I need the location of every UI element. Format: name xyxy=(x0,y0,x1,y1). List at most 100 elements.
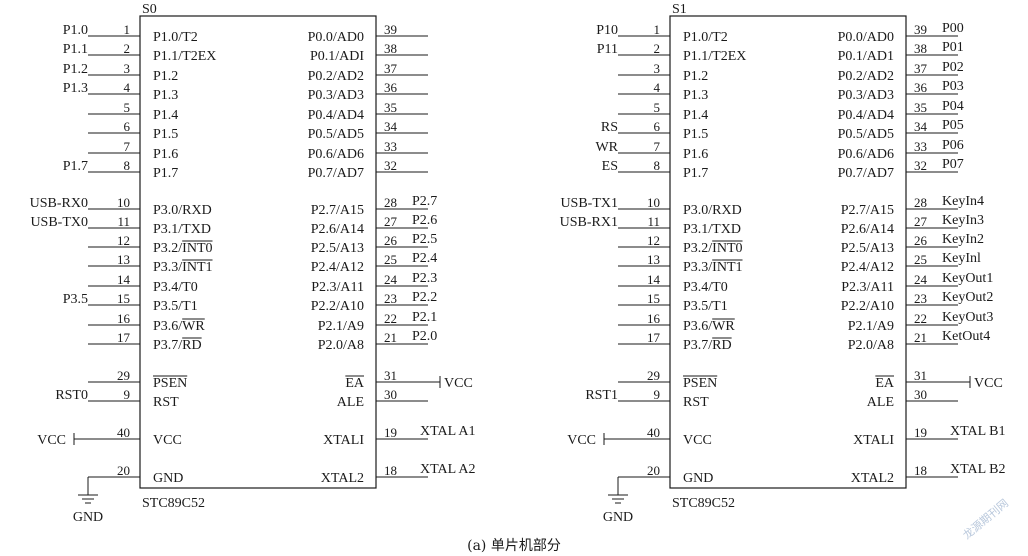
net-label: XTAL A1 xyxy=(420,424,476,439)
chip-body xyxy=(669,15,907,489)
net-label: P07 xyxy=(942,157,964,172)
net-label: P04 xyxy=(942,99,964,114)
pin-name: P1.1/T2EX xyxy=(683,49,746,64)
net-label: P10 xyxy=(596,23,618,38)
pin-number: 32 xyxy=(384,158,397,173)
net-label: P1.2 xyxy=(63,62,88,77)
pin-number: 1 xyxy=(124,22,131,37)
pin-number: 11 xyxy=(117,214,130,229)
pin-name: P2.5/A13 xyxy=(311,241,364,256)
pin-name: P1.7 xyxy=(683,166,708,181)
pin-number: 29 xyxy=(647,368,660,383)
pin-number: 3 xyxy=(654,61,661,76)
pin-name: P2.2/A10 xyxy=(311,299,364,314)
net-label: GND xyxy=(73,510,103,525)
pin-number: 16 xyxy=(647,311,661,326)
net-label: VCC xyxy=(567,433,596,448)
pin-number: 30 xyxy=(384,387,397,402)
pin-number: 7 xyxy=(124,139,131,154)
pin-number: 8 xyxy=(654,158,661,173)
pin-name: P2.3/A11 xyxy=(311,280,364,295)
pin-number: 27 xyxy=(384,214,398,229)
pin-name: P2.5/A13 xyxy=(841,241,894,256)
pin-number: 9 xyxy=(654,387,661,402)
pin-6: 6P1.5 xyxy=(88,119,178,142)
pin-name: P2.6/A14 xyxy=(841,222,894,237)
pin-number: 28 xyxy=(384,195,397,210)
pin-name: P3.4/T0 xyxy=(683,280,728,295)
pin-number: 24 xyxy=(384,272,398,287)
pin-number: 33 xyxy=(914,139,927,154)
net-label: P2.6 xyxy=(412,213,437,228)
pin-name: P3.7/RD xyxy=(153,338,202,353)
pin-number: 27 xyxy=(914,214,928,229)
pin-name: P3.6/WR xyxy=(153,319,205,334)
pin-5: 5P1.4 xyxy=(618,100,708,123)
pin-number: 13 xyxy=(117,252,130,267)
pin-number: 12 xyxy=(117,233,130,248)
pin-number: 24 xyxy=(914,272,928,287)
pin-number: 18 xyxy=(914,463,927,478)
pin-name: VCC xyxy=(683,433,712,448)
net-label: P01 xyxy=(942,40,964,55)
pin-name: P0.2/AD2 xyxy=(308,69,364,84)
pin-name: P3.6/WR xyxy=(683,319,735,334)
pin-number: 39 xyxy=(914,22,927,37)
pin-number: 35 xyxy=(914,100,927,115)
pin-name: P0.6/AD6 xyxy=(308,147,364,162)
pin-name: PSEN xyxy=(683,376,717,391)
pin-name: RST xyxy=(153,395,179,410)
net-label: ES xyxy=(602,159,618,174)
net-label: P1.7 xyxy=(63,159,88,174)
net-label: P00 xyxy=(942,21,964,36)
pin-number: 10 xyxy=(117,195,130,210)
pin-number: 19 xyxy=(384,425,397,440)
pin-number: 22 xyxy=(914,311,927,326)
pin-name: ALE xyxy=(337,395,364,410)
pin-name: P0.1/AD1 xyxy=(838,49,894,64)
pin-name: P1.6 xyxy=(153,147,178,162)
net-label: KetOut4 xyxy=(942,329,990,344)
net-label: XTAL B2 xyxy=(950,462,1006,477)
net-label: P1.1 xyxy=(63,42,88,57)
pin-number: 5 xyxy=(654,100,661,115)
pin-number: 21 xyxy=(384,330,397,345)
net-label: P02 xyxy=(942,60,964,75)
pin-name: P1.6 xyxy=(683,147,708,162)
net-label: GND xyxy=(603,510,633,525)
pin-name: P3.5/T1 xyxy=(683,299,728,314)
pin-number: 31 xyxy=(384,368,397,383)
pin-name: P2.0/A8 xyxy=(318,338,364,353)
pin-number: 35 xyxy=(384,100,397,115)
pin-name: GND xyxy=(153,471,183,486)
net-label: VCC xyxy=(974,376,1003,391)
pin-number: 4 xyxy=(124,80,131,95)
pin-name: P3.3/INT1 xyxy=(683,260,743,275)
pin-name: VCC xyxy=(153,433,182,448)
